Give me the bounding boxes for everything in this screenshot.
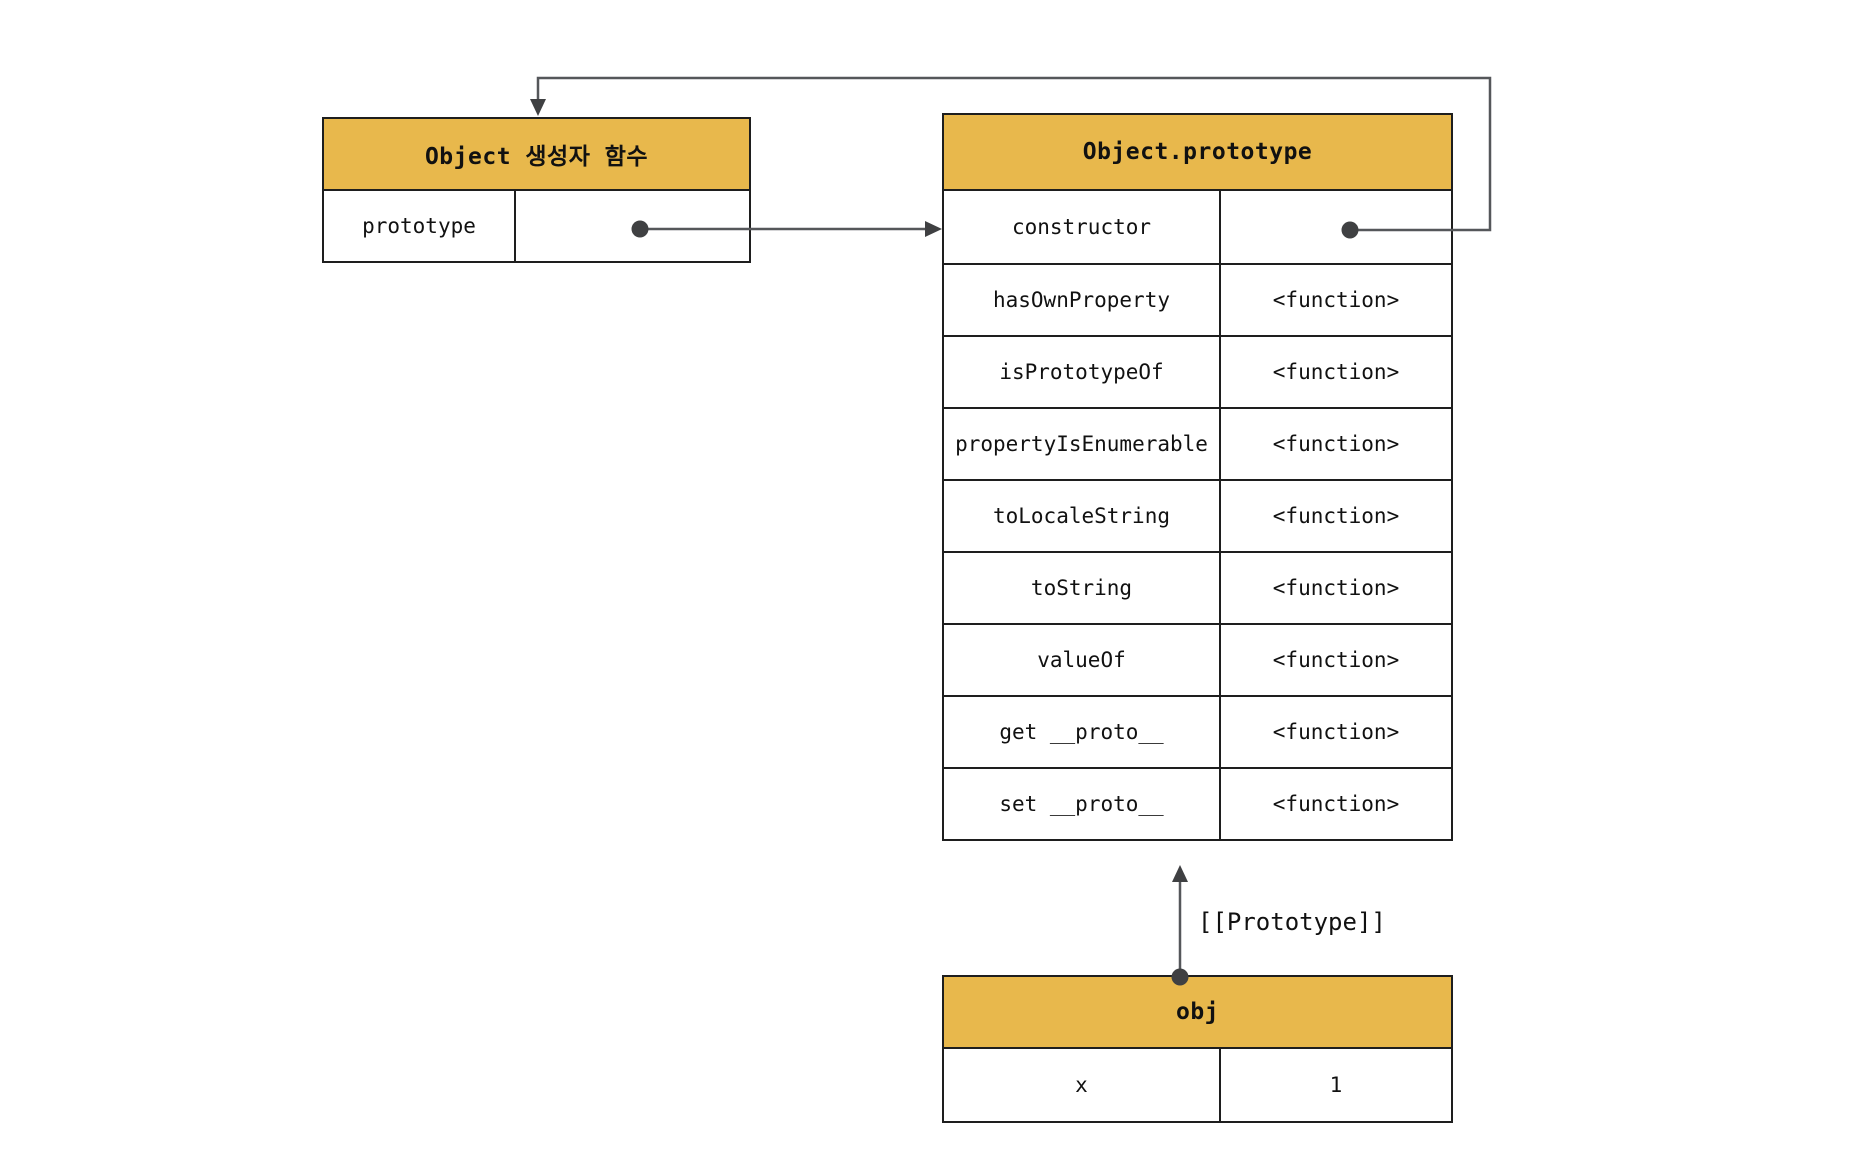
obj-prototype-link-arrow [1171, 865, 1189, 986]
propertyisenumerable-value: <function> [1272, 432, 1400, 456]
prototype-link-label: [[Prototype]] [1198, 908, 1386, 936]
table-row: toLocaleString <function> [944, 479, 1451, 551]
isprototypeof-name: isPrototypeOf [944, 337, 1221, 407]
table-row: set __proto__ <function> [944, 767, 1451, 839]
x-property-name: x [944, 1049, 1221, 1121]
table-row: x 1 [944, 1049, 1451, 1121]
hasownproperty-value: <function> [1272, 288, 1400, 312]
tostring-name: toString [944, 553, 1221, 623]
x-property-value: 1 [1329, 1073, 1343, 1097]
set-proto-value: <function> [1272, 792, 1400, 816]
table-row: hasOwnProperty <function> [944, 263, 1451, 335]
obj-table-title: obj [944, 977, 1451, 1049]
prototype-property-name: prototype [324, 191, 516, 261]
tostring-value: <function> [1272, 576, 1400, 600]
get-proto-name: get __proto__ [944, 697, 1221, 767]
constructor-property-name: constructor [944, 191, 1221, 263]
table-row: get __proto__ <function> [944, 695, 1451, 767]
object-constructor-table: Object 생성자 함수 prototype [322, 117, 751, 263]
constructor-property-value [1221, 191, 1451, 263]
set-proto-name: set __proto__ [944, 769, 1221, 839]
get-proto-value: <function> [1272, 720, 1400, 744]
valueof-value: <function> [1272, 648, 1400, 672]
table-row: toString <function> [944, 551, 1451, 623]
hasownproperty-name: hasOwnProperty [944, 265, 1221, 335]
isprototypeof-value: <function> [1272, 360, 1400, 384]
valueof-name: valueOf [944, 625, 1221, 695]
table-row: propertyIsEnumerable <function> [944, 407, 1451, 479]
object-constructor-table-title: Object 생성자 함수 [324, 119, 749, 191]
table-row: constructor [944, 191, 1451, 263]
obj-table: obj x 1 [942, 975, 1453, 1123]
tolocalestring-name: toLocaleString [944, 481, 1221, 551]
object-prototype-table: Object.prototype constructor hasOwnPrope… [942, 113, 1453, 841]
object-prototype-table-title: Object.prototype [944, 115, 1451, 191]
tolocalestring-value: <function> [1272, 504, 1400, 528]
propertyisenumerable-name: propertyIsEnumerable [944, 409, 1221, 479]
table-row: isPrototypeOf <function> [944, 335, 1451, 407]
table-row: valueOf <function> [944, 623, 1451, 695]
table-row: prototype [324, 191, 749, 261]
prototype-property-value [516, 191, 749, 261]
